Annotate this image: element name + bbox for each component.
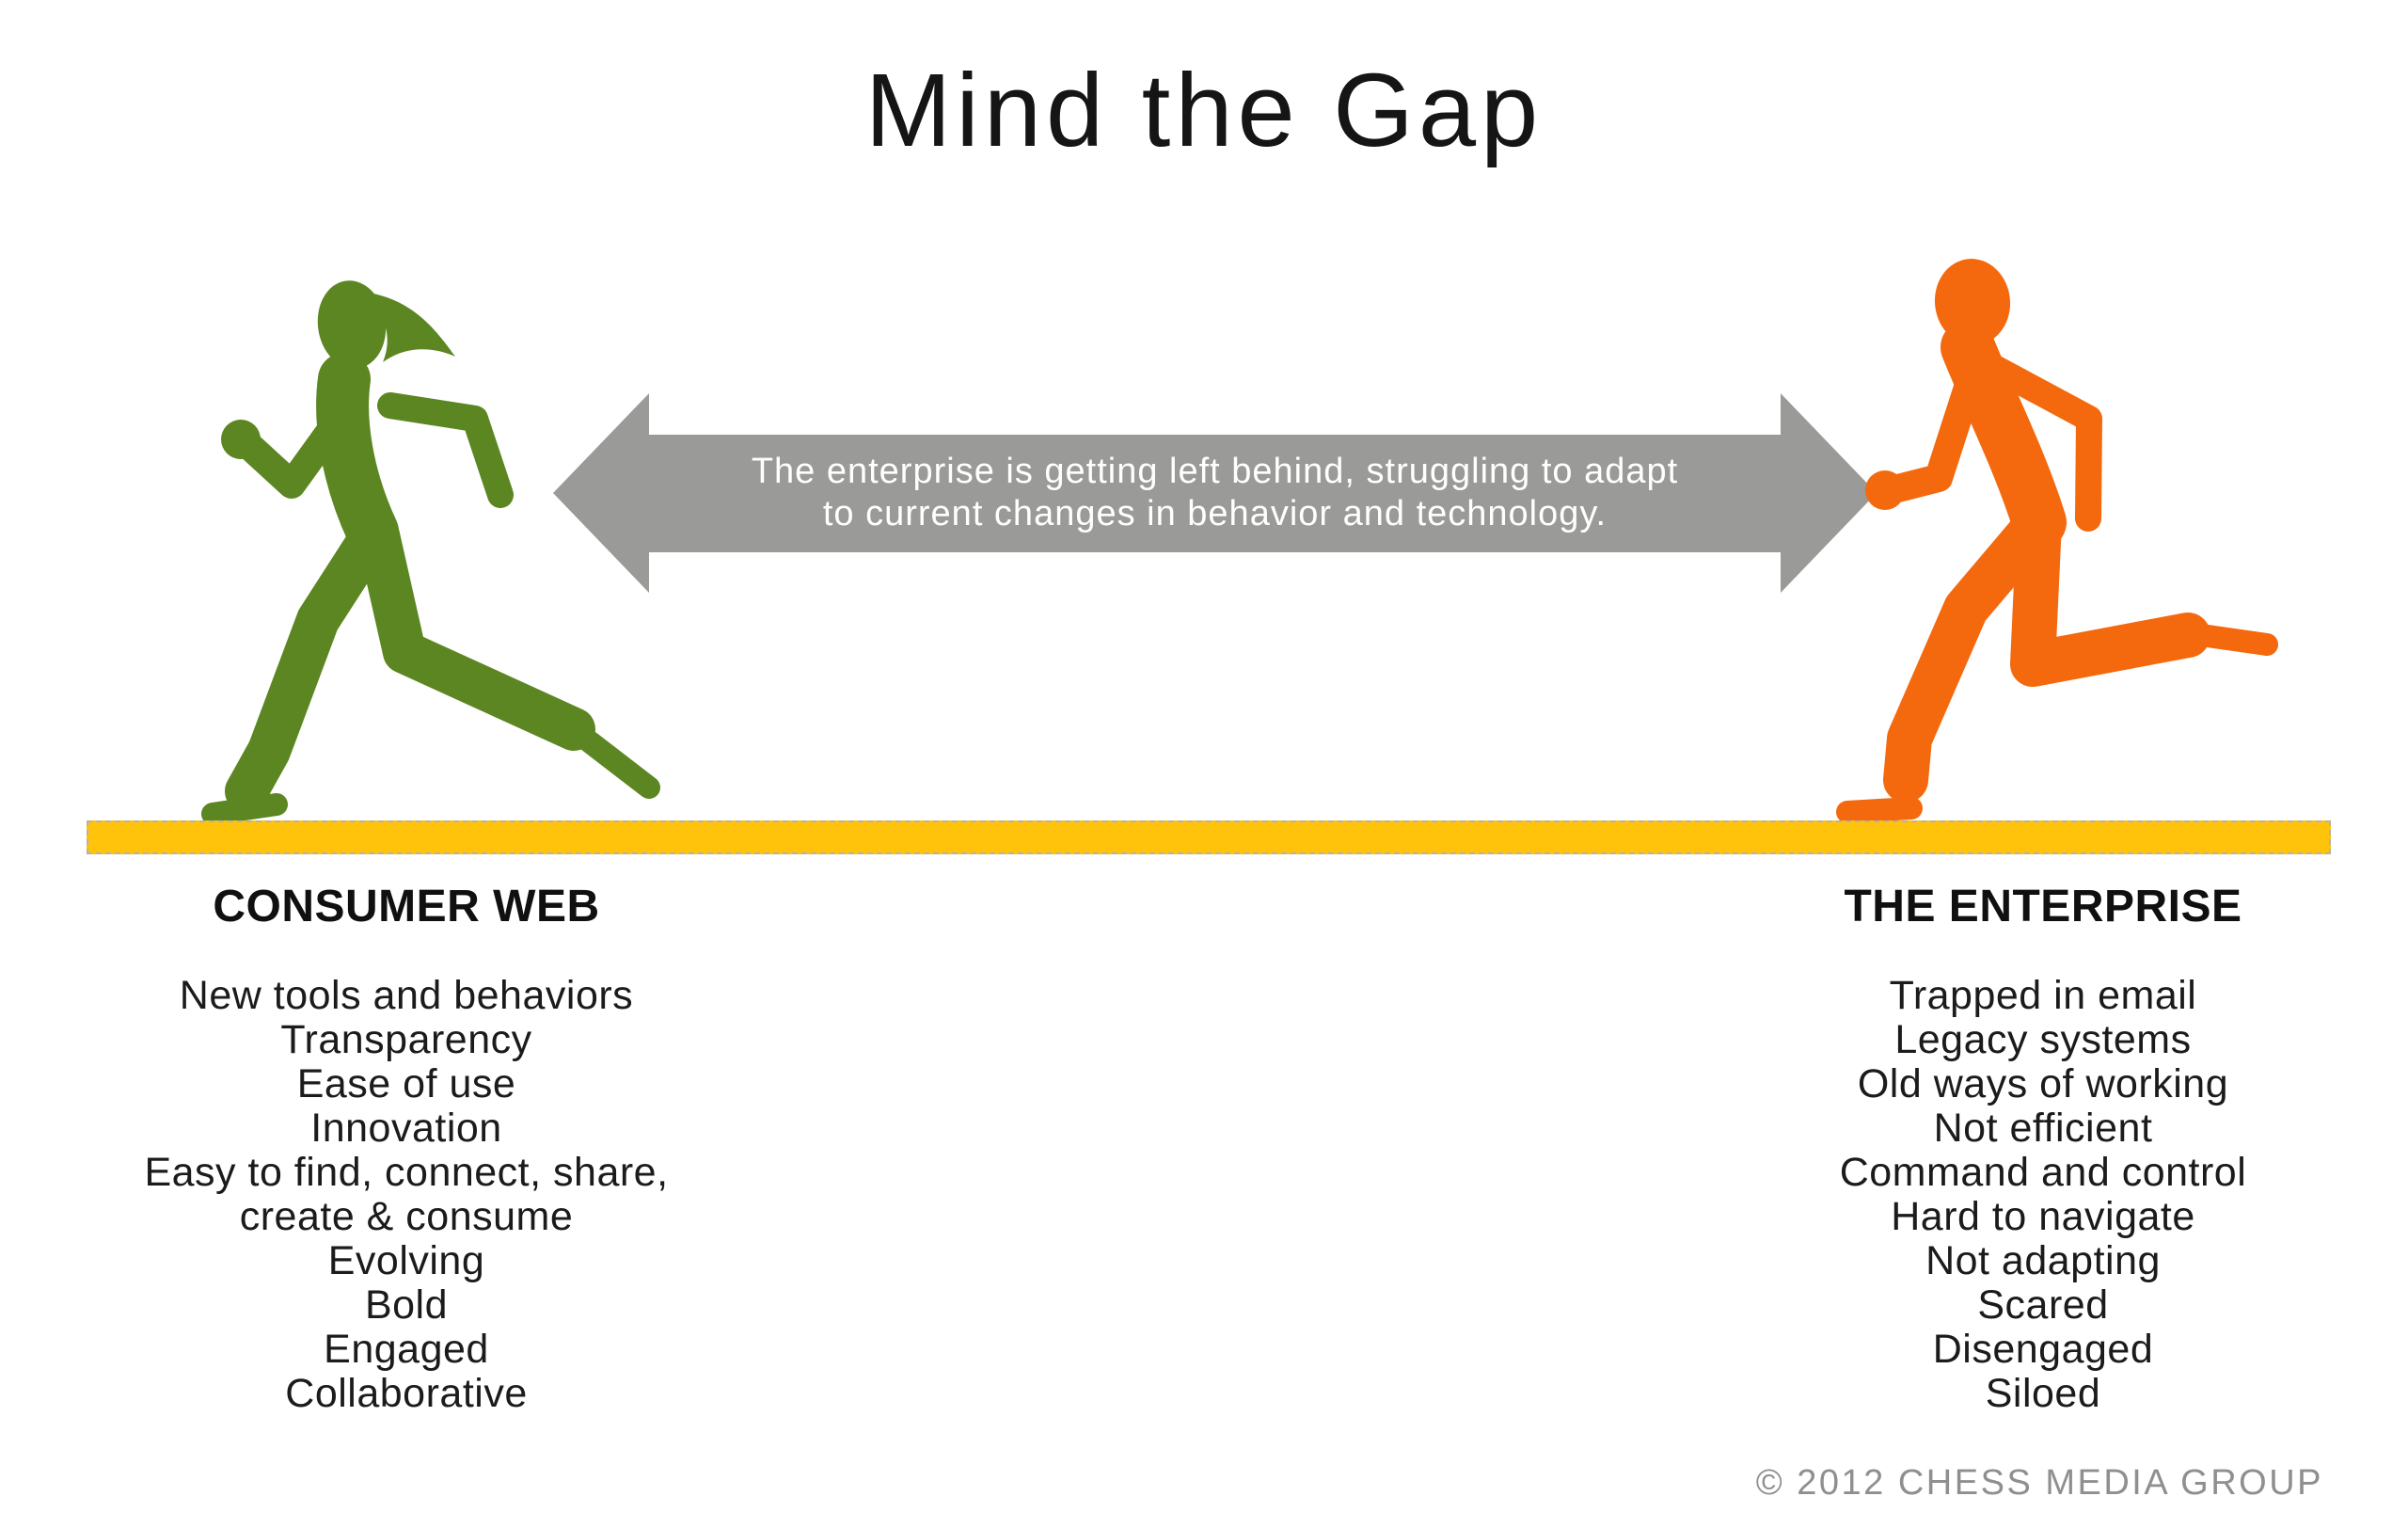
list-item: Engaged	[324, 1327, 489, 1372]
female-runner-icon	[201, 280, 660, 825]
head	[317, 280, 387, 369]
enterprise-heading: THE ENTERPRISE	[1844, 882, 2242, 931]
track-bar	[87, 820, 2331, 854]
front-foot	[201, 793, 288, 825]
list-item: Transparency	[280, 1017, 532, 1062]
front-hand	[1865, 470, 1905, 510]
list-item: Collaborative	[285, 1371, 528, 1416]
front-arm	[1877, 350, 1989, 504]
list-item: Siloed	[1985, 1371, 2101, 1416]
back-foot	[564, 720, 660, 799]
front-leg	[1883, 500, 2062, 803]
consumer-web-list: New tools and behaviors Transparency Eas…	[49, 974, 764, 1416]
consumer-web-column: CONSUMER WEB New tools and behaviors Tra…	[49, 881, 764, 1416]
list-item: create & consume	[239, 1194, 574, 1239]
page-title: Mind the Gap	[864, 53, 1544, 168]
list-item: Innovation	[310, 1106, 502, 1151]
list-item: Evolving	[327, 1238, 485, 1283]
list-item: Not adapting	[1925, 1238, 2161, 1283]
list-item: Command and control	[1839, 1150, 2247, 1195]
list-item: Disengaged	[1932, 1327, 2154, 1372]
list-item: Scared	[1977, 1282, 2109, 1328]
gap-arrow-text-line1: The enterprise is getting left behind, s…	[751, 452, 1679, 491]
back-arm	[377, 392, 514, 508]
ponytail	[369, 293, 455, 362]
list-item: Bold	[364, 1282, 449, 1328]
male-runner-figure	[1836, 259, 2278, 823]
list-item: Trapped in email	[1889, 973, 2197, 1018]
list-item: New tools and behaviors	[179, 973, 634, 1018]
front-arm	[232, 403, 355, 499]
consumer-web-heading: CONSUMER WEB	[213, 882, 600, 931]
copyright-notice: © 2012 CHESS MEDIA GROUP	[1755, 1463, 2323, 1503]
gap-arrow-text-line2: to current changes in behavior and techn…	[822, 494, 1608, 533]
female-runner-figure	[201, 280, 660, 825]
front-hand	[221, 420, 261, 459]
front-leg	[225, 514, 394, 813]
head	[1934, 259, 2011, 345]
list-item: Not efficient	[1933, 1106, 2153, 1151]
list-item: Legacy systems	[1894, 1017, 2192, 1062]
list-item: Hard to navigate	[1891, 1194, 2195, 1239]
male-runner-icon	[1836, 259, 2278, 823]
back-foot	[2177, 622, 2278, 656]
back-arm	[1976, 352, 2102, 532]
gap-arrow: The enterprise is getting left behind, s…	[553, 393, 1877, 593]
back-leg	[2010, 500, 2210, 687]
list-item: Easy to find, connect, share,	[144, 1150, 669, 1195]
list-item: Old ways of working	[1857, 1061, 2229, 1106]
back-leg	[356, 514, 595, 751]
front-foot	[1836, 797, 1923, 823]
torso	[316, 353, 399, 558]
list-item: Ease of use	[296, 1061, 516, 1106]
enterprise-list: Trapped in email Legacy systems Old ways…	[1686, 974, 2400, 1416]
enterprise-column: THE ENTERPRISE Trapped in email Legacy s…	[1686, 881, 2400, 1416]
